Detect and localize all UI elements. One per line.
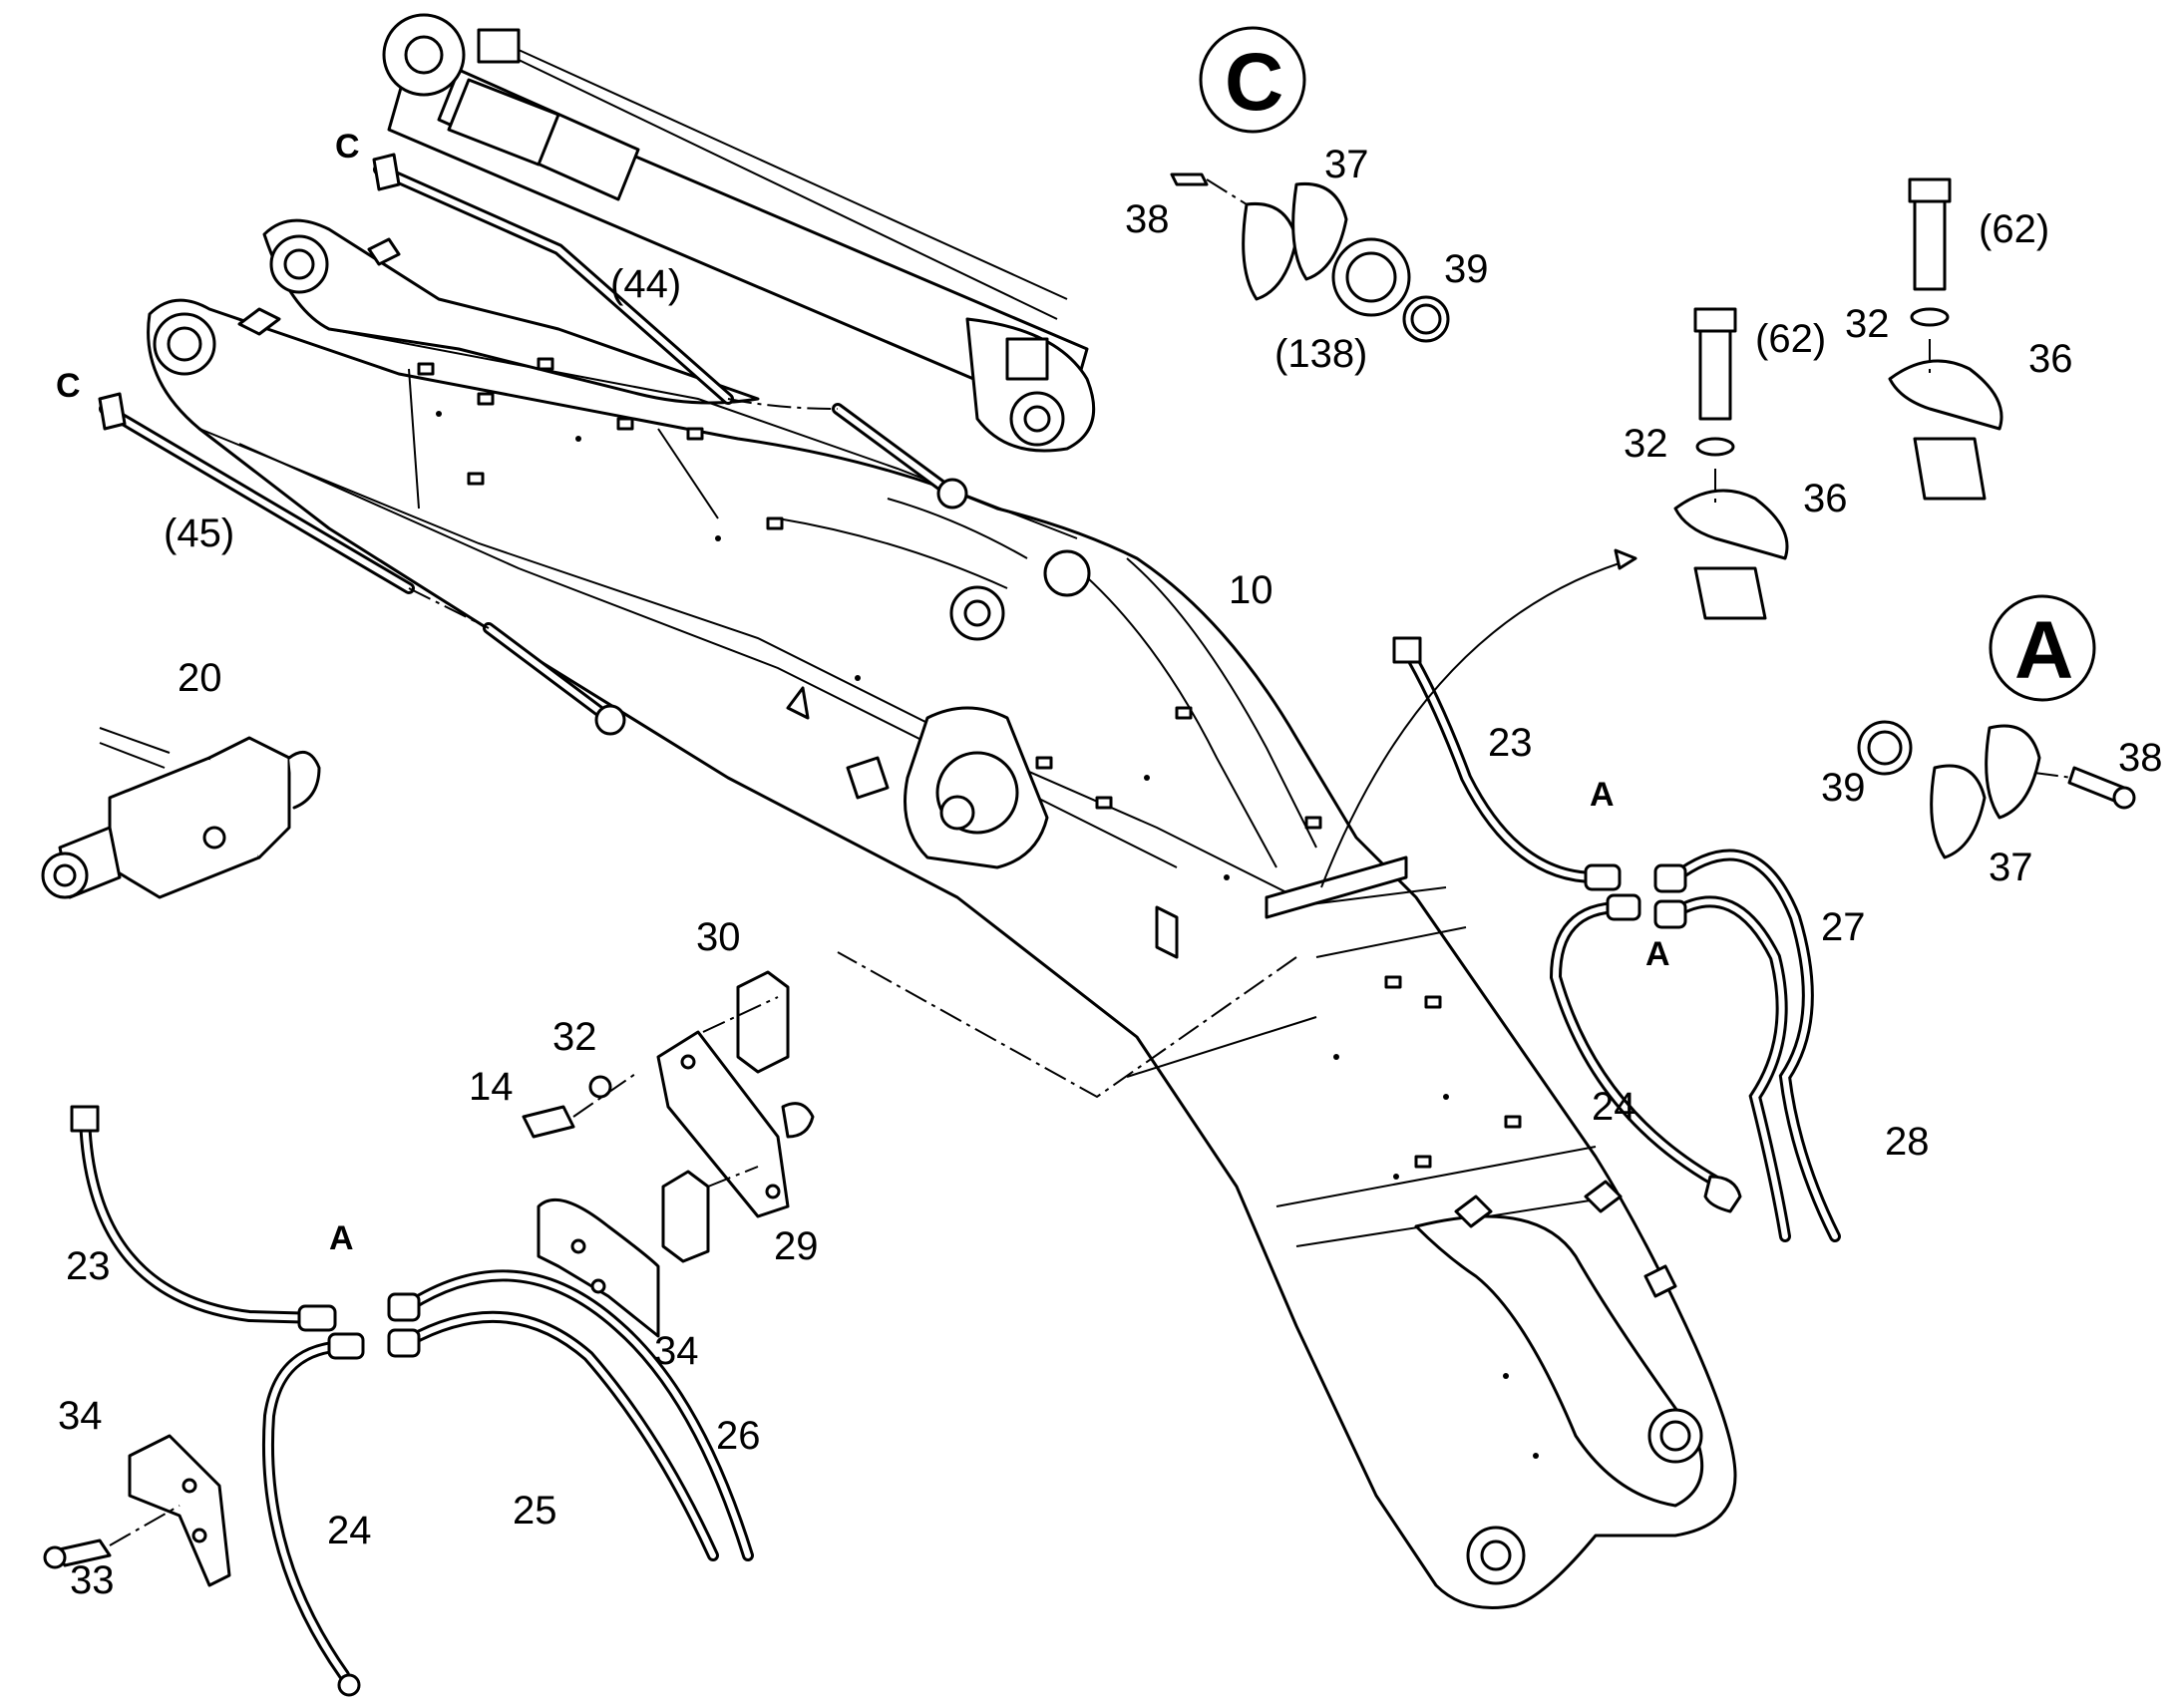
detail-c-letter: C bbox=[1225, 37, 1283, 128]
pipe-44 bbox=[372, 153, 968, 510]
label-34-bracket: 34 bbox=[654, 1329, 699, 1373]
hose-23-left bbox=[70, 1105, 337, 1332]
label-27: 27 bbox=[1821, 905, 1866, 949]
clamp-34-lower bbox=[43, 1434, 231, 1587]
connection-markers: A A A C C bbox=[56, 128, 1670, 1257]
label-32-clamp-right: 32 bbox=[1845, 302, 1890, 346]
label-44: (44) bbox=[610, 262, 681, 306]
label-62-left: (62) bbox=[1755, 317, 1826, 361]
label-23-left: 23 bbox=[66, 1244, 111, 1288]
pipe-45 bbox=[98, 392, 626, 736]
marker-a-right-bottom: A bbox=[1645, 935, 1670, 973]
label-34-lower: 34 bbox=[58, 1394, 103, 1438]
label-24-right: 24 bbox=[1592, 1085, 1636, 1129]
marker-c-top: C bbox=[335, 128, 360, 166]
label-20: 20 bbox=[178, 656, 222, 700]
label-32-bracket: 32 bbox=[552, 1015, 597, 1059]
valve-20 bbox=[41, 727, 321, 899]
marker-c-left: C bbox=[56, 367, 81, 405]
label-38-c: 38 bbox=[1125, 197, 1170, 241]
label-39-a: 39 bbox=[1821, 766, 1866, 810]
label-23-right: 23 bbox=[1488, 721, 1533, 765]
marker-a-right-top: A bbox=[1590, 776, 1615, 814]
label-30: 30 bbox=[696, 915, 741, 959]
detail-c bbox=[1170, 26, 1450, 343]
boom-structure bbox=[147, 218, 1737, 1609]
detail-a-letter: A bbox=[2014, 605, 2073, 696]
label-37-c: 37 bbox=[1324, 143, 1369, 186]
bracket-29-assembly bbox=[522, 970, 815, 1338]
label-10: 10 bbox=[1229, 568, 1273, 612]
label-24-left: 24 bbox=[327, 1509, 372, 1552]
part-labels: 10 14 20 23 23 24 24 25 26 27 28 29 30 3… bbox=[58, 143, 2163, 1602]
detail-callouts: C A bbox=[1225, 37, 2073, 696]
label-45: (45) bbox=[164, 512, 234, 555]
label-32-clamp-left: 32 bbox=[1624, 422, 1668, 466]
clamp-62-left bbox=[1673, 307, 1789, 620]
leader-lines bbox=[109, 178, 2073, 1546]
label-25: 25 bbox=[513, 1489, 557, 1533]
label-14: 14 bbox=[469, 1065, 514, 1109]
label-39-c: 39 bbox=[1444, 247, 1489, 291]
label-33: 33 bbox=[70, 1558, 115, 1602]
hose-24-left bbox=[261, 1332, 365, 1697]
label-38-a: 38 bbox=[2118, 736, 2163, 780]
hydraulic-cylinder bbox=[382, 13, 1096, 453]
label-138: (138) bbox=[1274, 332, 1367, 376]
clamp-62-right bbox=[1888, 177, 2003, 501]
label-62-right: (62) bbox=[1979, 207, 2049, 251]
detail-a bbox=[1857, 594, 2136, 859]
label-36-right: 36 bbox=[2028, 337, 2073, 381]
label-28: 28 bbox=[1885, 1120, 1930, 1164]
label-29: 29 bbox=[774, 1224, 819, 1268]
label-36-left: 36 bbox=[1803, 477, 1848, 520]
label-26: 26 bbox=[716, 1414, 761, 1458]
pipes-25-26 bbox=[387, 1269, 754, 1561]
marker-a-left: A bbox=[329, 1219, 354, 1257]
label-37-a: 37 bbox=[1989, 846, 2033, 889]
hose-24-right bbox=[1549, 893, 1742, 1213]
pipes-27-28 bbox=[1653, 849, 1841, 1242]
hose-23-right bbox=[1392, 636, 1622, 891]
